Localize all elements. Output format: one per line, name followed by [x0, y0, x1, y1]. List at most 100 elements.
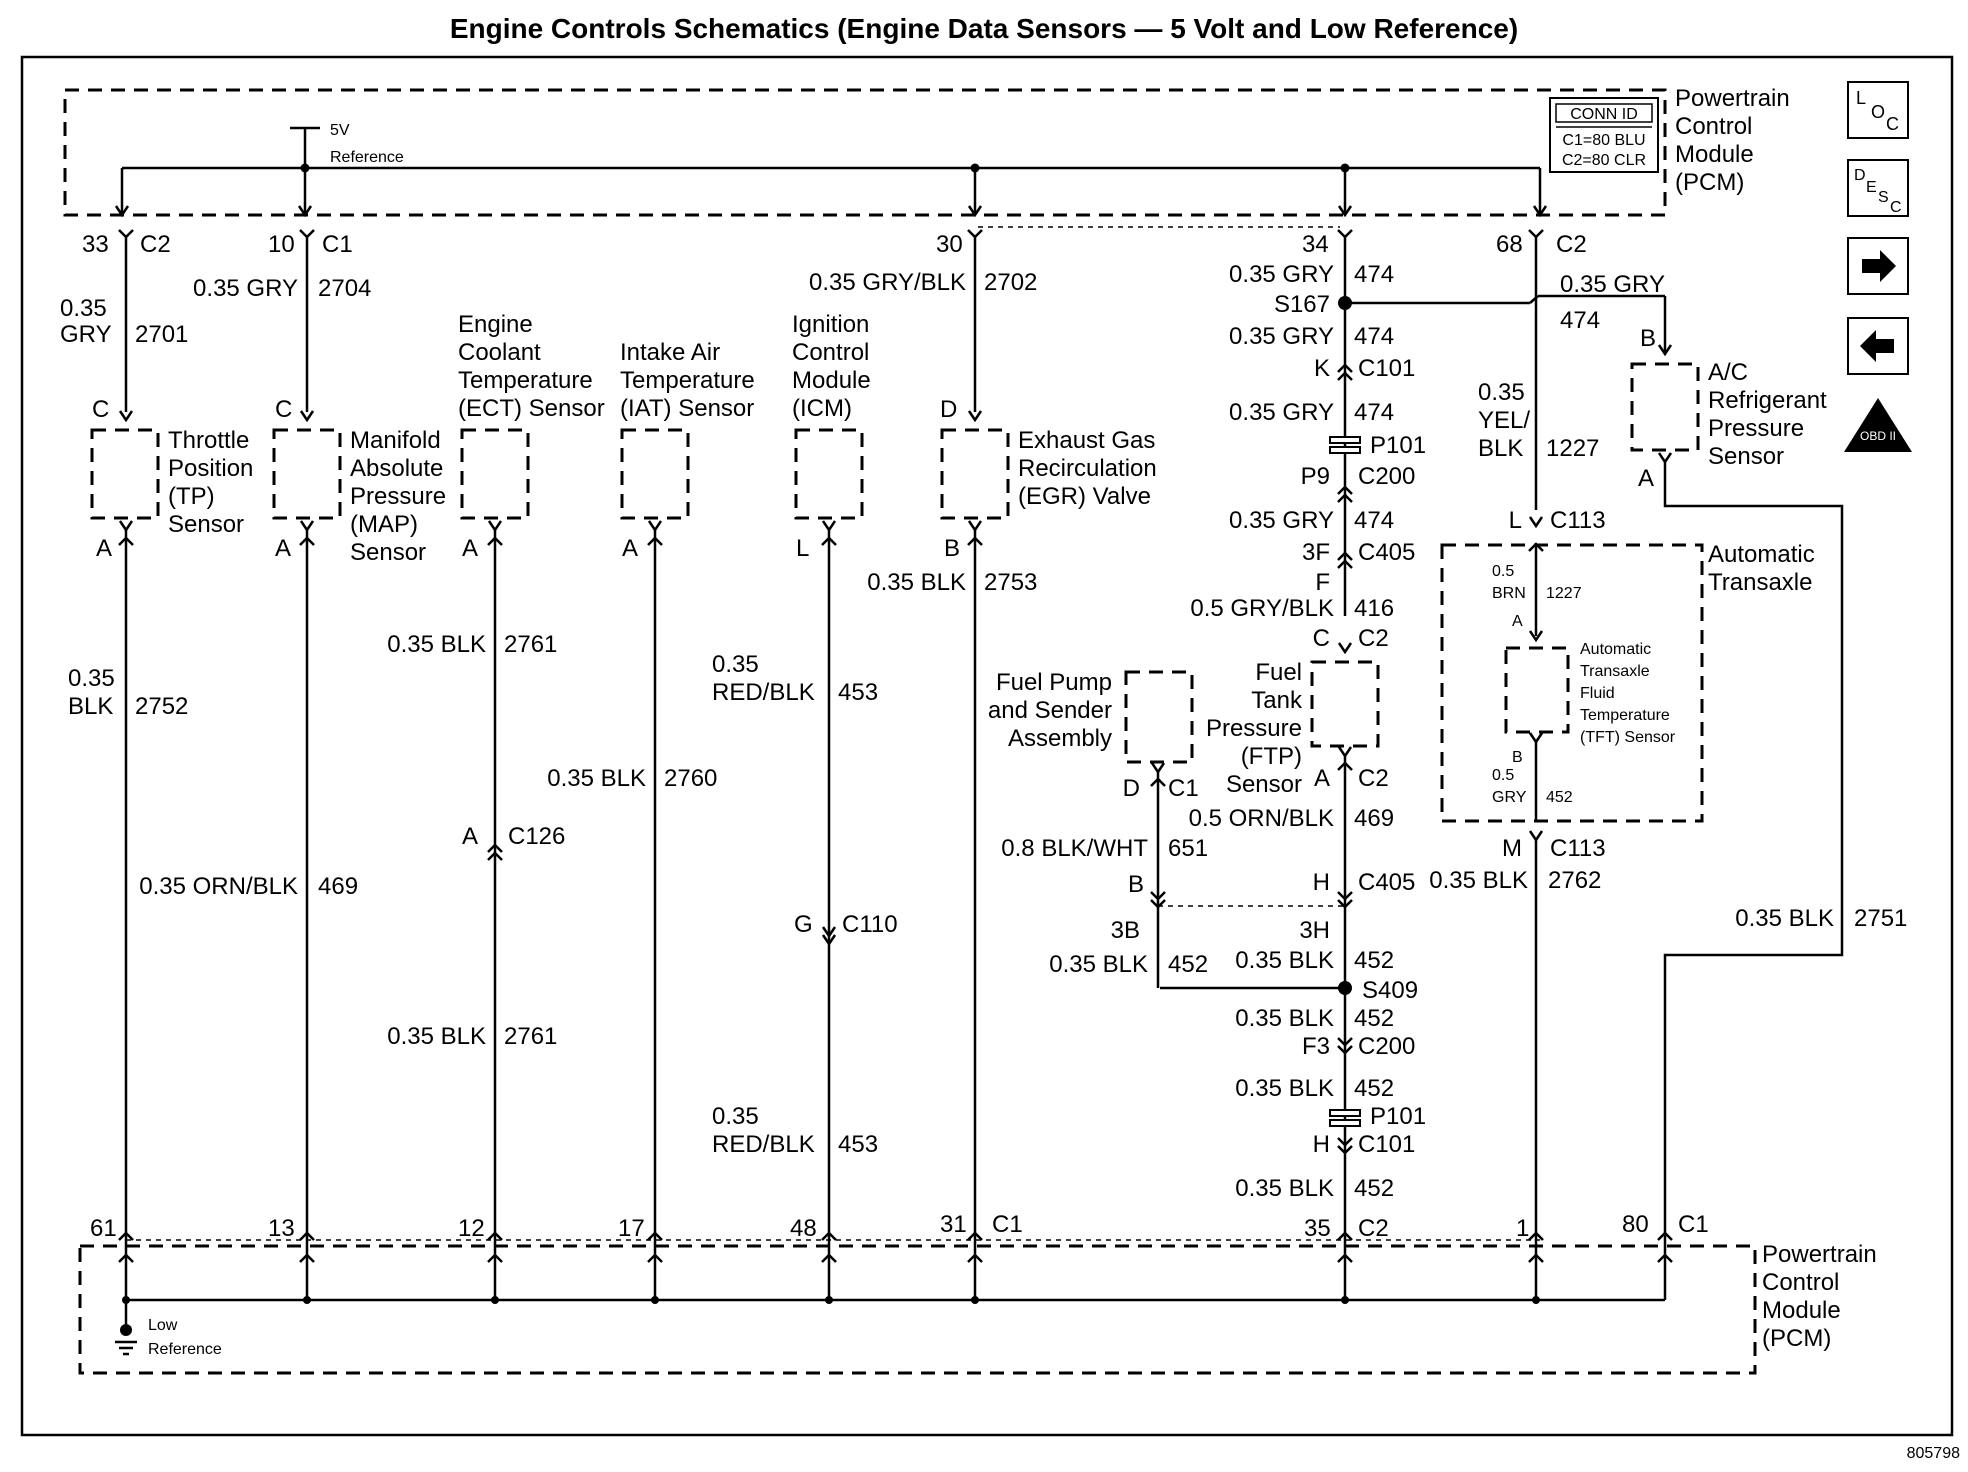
svg-text:452: 452 [1168, 951, 1208, 978]
svg-text:Sensor: Sensor [1708, 443, 1784, 470]
svg-text:0.35 BLK: 0.35 BLK [867, 569, 966, 596]
svg-text:P9: P9 [1301, 463, 1330, 490]
ect-sensor-circuit: Engine Coolant Temperature (ECT) Sensor … [387, 311, 605, 1232]
svg-text:A: A [1638, 465, 1654, 492]
svg-text:1227: 1227 [1546, 585, 1582, 602]
svg-text:Manifold: Manifold [350, 427, 441, 454]
svg-text:453: 453 [838, 1131, 878, 1158]
svg-text:Control: Control [1675, 113, 1752, 140]
svg-text:A/C: A/C [1708, 359, 1748, 386]
svg-text:S: S [1878, 189, 1889, 206]
svg-text:0.35 BLK: 0.35 BLK [1429, 867, 1528, 894]
svg-text:C2: C2 [1556, 231, 1587, 258]
svg-text:BLK: BLK [1478, 435, 1523, 462]
svg-text:Transaxle: Transaxle [1708, 569, 1812, 596]
svg-text:C405: C405 [1358, 869, 1415, 896]
svg-text:C: C [1890, 199, 1902, 216]
svg-text:3B: 3B [1111, 917, 1140, 944]
svg-text:S409: S409 [1362, 977, 1418, 1004]
diagram-frame [20, 55, 1954, 1437]
svg-text:3F: 3F [1302, 539, 1330, 566]
svg-text:Tank: Tank [1251, 687, 1303, 714]
svg-text:452: 452 [1354, 1005, 1394, 1032]
pcm-bottom-pins: 61 13 12 17 48 31 C1 35 C2 1 80 C1 [90, 1211, 1709, 1300]
svg-text:452: 452 [1546, 789, 1573, 806]
svg-text:0.35 BLK: 0.35 BLK [1235, 1075, 1334, 1102]
svg-text:(EGR) Valve: (EGR) Valve [1018, 483, 1151, 510]
pcm-top: Powertrain Control Module (PCM) [63, 85, 1790, 217]
svg-text:1227: 1227 [1546, 435, 1599, 462]
svg-text:80: 80 [1622, 1211, 1649, 1238]
svg-text:A: A [462, 823, 478, 850]
icm-circuit: Ignition Control Module (ICM) L 0.35 RED… [712, 311, 898, 1232]
svg-text:474: 474 [1560, 307, 1600, 334]
svg-text:Coolant: Coolant [458, 339, 541, 366]
svg-text:452: 452 [1354, 947, 1394, 974]
svg-text:L: L [796, 535, 809, 562]
svg-text:10: 10 [268, 231, 295, 258]
svg-text:C: C [275, 396, 292, 423]
svg-text:Module: Module [1675, 141, 1754, 168]
desc-icon[interactable]: D E S C [1847, 159, 1909, 217]
svg-text:Pressure: Pressure [350, 483, 446, 510]
svg-text:C200: C200 [1358, 1033, 1415, 1060]
svg-text:M: M [1502, 835, 1522, 862]
svg-text:RED/BLK: RED/BLK [712, 679, 815, 706]
svg-text:0.35 ORN/BLK: 0.35 ORN/BLK [139, 873, 298, 900]
svg-text:2752: 2752 [135, 693, 188, 720]
svg-text:0.35 GRY: 0.35 GRY [1229, 323, 1334, 350]
iat-sensor-circuit: Intake Air Temperature (IAT) Sensor A 0.… [547, 339, 755, 1232]
svg-text:469: 469 [1354, 805, 1394, 832]
svg-text:Transaxle: Transaxle [1580, 663, 1650, 680]
svg-text:C1: C1 [992, 1211, 1023, 1238]
svg-text:Module: Module [1762, 1297, 1841, 1324]
svg-text:BRN: BRN [1492, 585, 1526, 602]
svg-text:68: 68 [1496, 231, 1523, 258]
svg-text:O: O [1871, 102, 1885, 122]
svg-text:0.5 ORN/BLK: 0.5 ORN/BLK [1189, 805, 1334, 832]
svg-text:C113: C113 [1550, 507, 1606, 534]
loc-icon[interactable]: L O C [1847, 81, 1909, 139]
svg-text:C405: C405 [1358, 539, 1415, 566]
pass-through-p101b [1329, 1109, 1361, 1127]
svg-text:B: B [1512, 749, 1523, 766]
svg-text:474: 474 [1354, 323, 1394, 350]
svg-text:(PCM): (PCM) [1762, 1325, 1831, 1352]
svg-text:Temperature: Temperature [620, 367, 755, 394]
svg-text:0.35 GRY: 0.35 GRY [1229, 399, 1334, 426]
svg-text:474: 474 [1354, 261, 1394, 288]
svg-text:48: 48 [790, 1215, 817, 1242]
svg-text:2762: 2762 [1548, 867, 1601, 894]
svg-text:E: E [1866, 179, 1877, 196]
svg-text:A: A [96, 535, 112, 562]
svg-text:C2: C2 [1358, 765, 1389, 792]
svg-text:C: C [1313, 625, 1330, 652]
conn-id-box: CONN ID C1=80 BLU C2=80 CLR [1549, 97, 1659, 173]
fuel-pump-circuit: Fuel Pump and Sender Assembly D C1 0.8 B… [988, 669, 1345, 988]
svg-text:Module: Module [792, 367, 871, 394]
svg-text:416: 416 [1354, 595, 1394, 622]
ac-pressure-sensor-circuit: 0.35 GRY 474 B A/C Refrigerant Pressure … [1529, 271, 1907, 1232]
svg-text:Position: Position [168, 455, 253, 482]
arrow-right-icon[interactable] [1847, 237, 1909, 295]
svg-text:F3: F3 [1302, 1033, 1330, 1060]
tp-sensor-circuit: 33 C2 0.35 GRY 2701 C Throttle Position … [60, 168, 253, 1232]
svg-text:12: 12 [458, 1215, 485, 1242]
svg-text:Temperature: Temperature [458, 367, 593, 394]
svg-text:Pressure: Pressure [1206, 715, 1302, 742]
svg-text:C1=80 BLU: C1=80 BLU [1562, 132, 1645, 149]
svg-text:C101: C101 [1358, 1131, 1415, 1158]
diagram-title: Engine Controls Schematics (Engine Data … [450, 13, 1518, 44]
svg-text:0.35 GRY: 0.35 GRY [1229, 261, 1334, 288]
svg-text:(TP): (TP) [168, 483, 215, 510]
svg-text:D: D [1123, 775, 1140, 802]
svg-text:C1: C1 [1168, 775, 1199, 802]
svg-text:5V: 5V [330, 122, 350, 139]
svg-text:0.35 BLK: 0.35 BLK [1235, 1005, 1334, 1032]
svg-text:Sensor: Sensor [1226, 771, 1302, 798]
svg-text:Exhaust Gas: Exhaust Gas [1018, 427, 1155, 454]
svg-text:BLK: BLK [68, 693, 113, 720]
svg-text:0.35 BLK: 0.35 BLK [387, 1023, 486, 1050]
arrow-left-icon[interactable] [1847, 317, 1909, 375]
svg-text:0.35 BLK: 0.35 BLK [1235, 1175, 1334, 1202]
